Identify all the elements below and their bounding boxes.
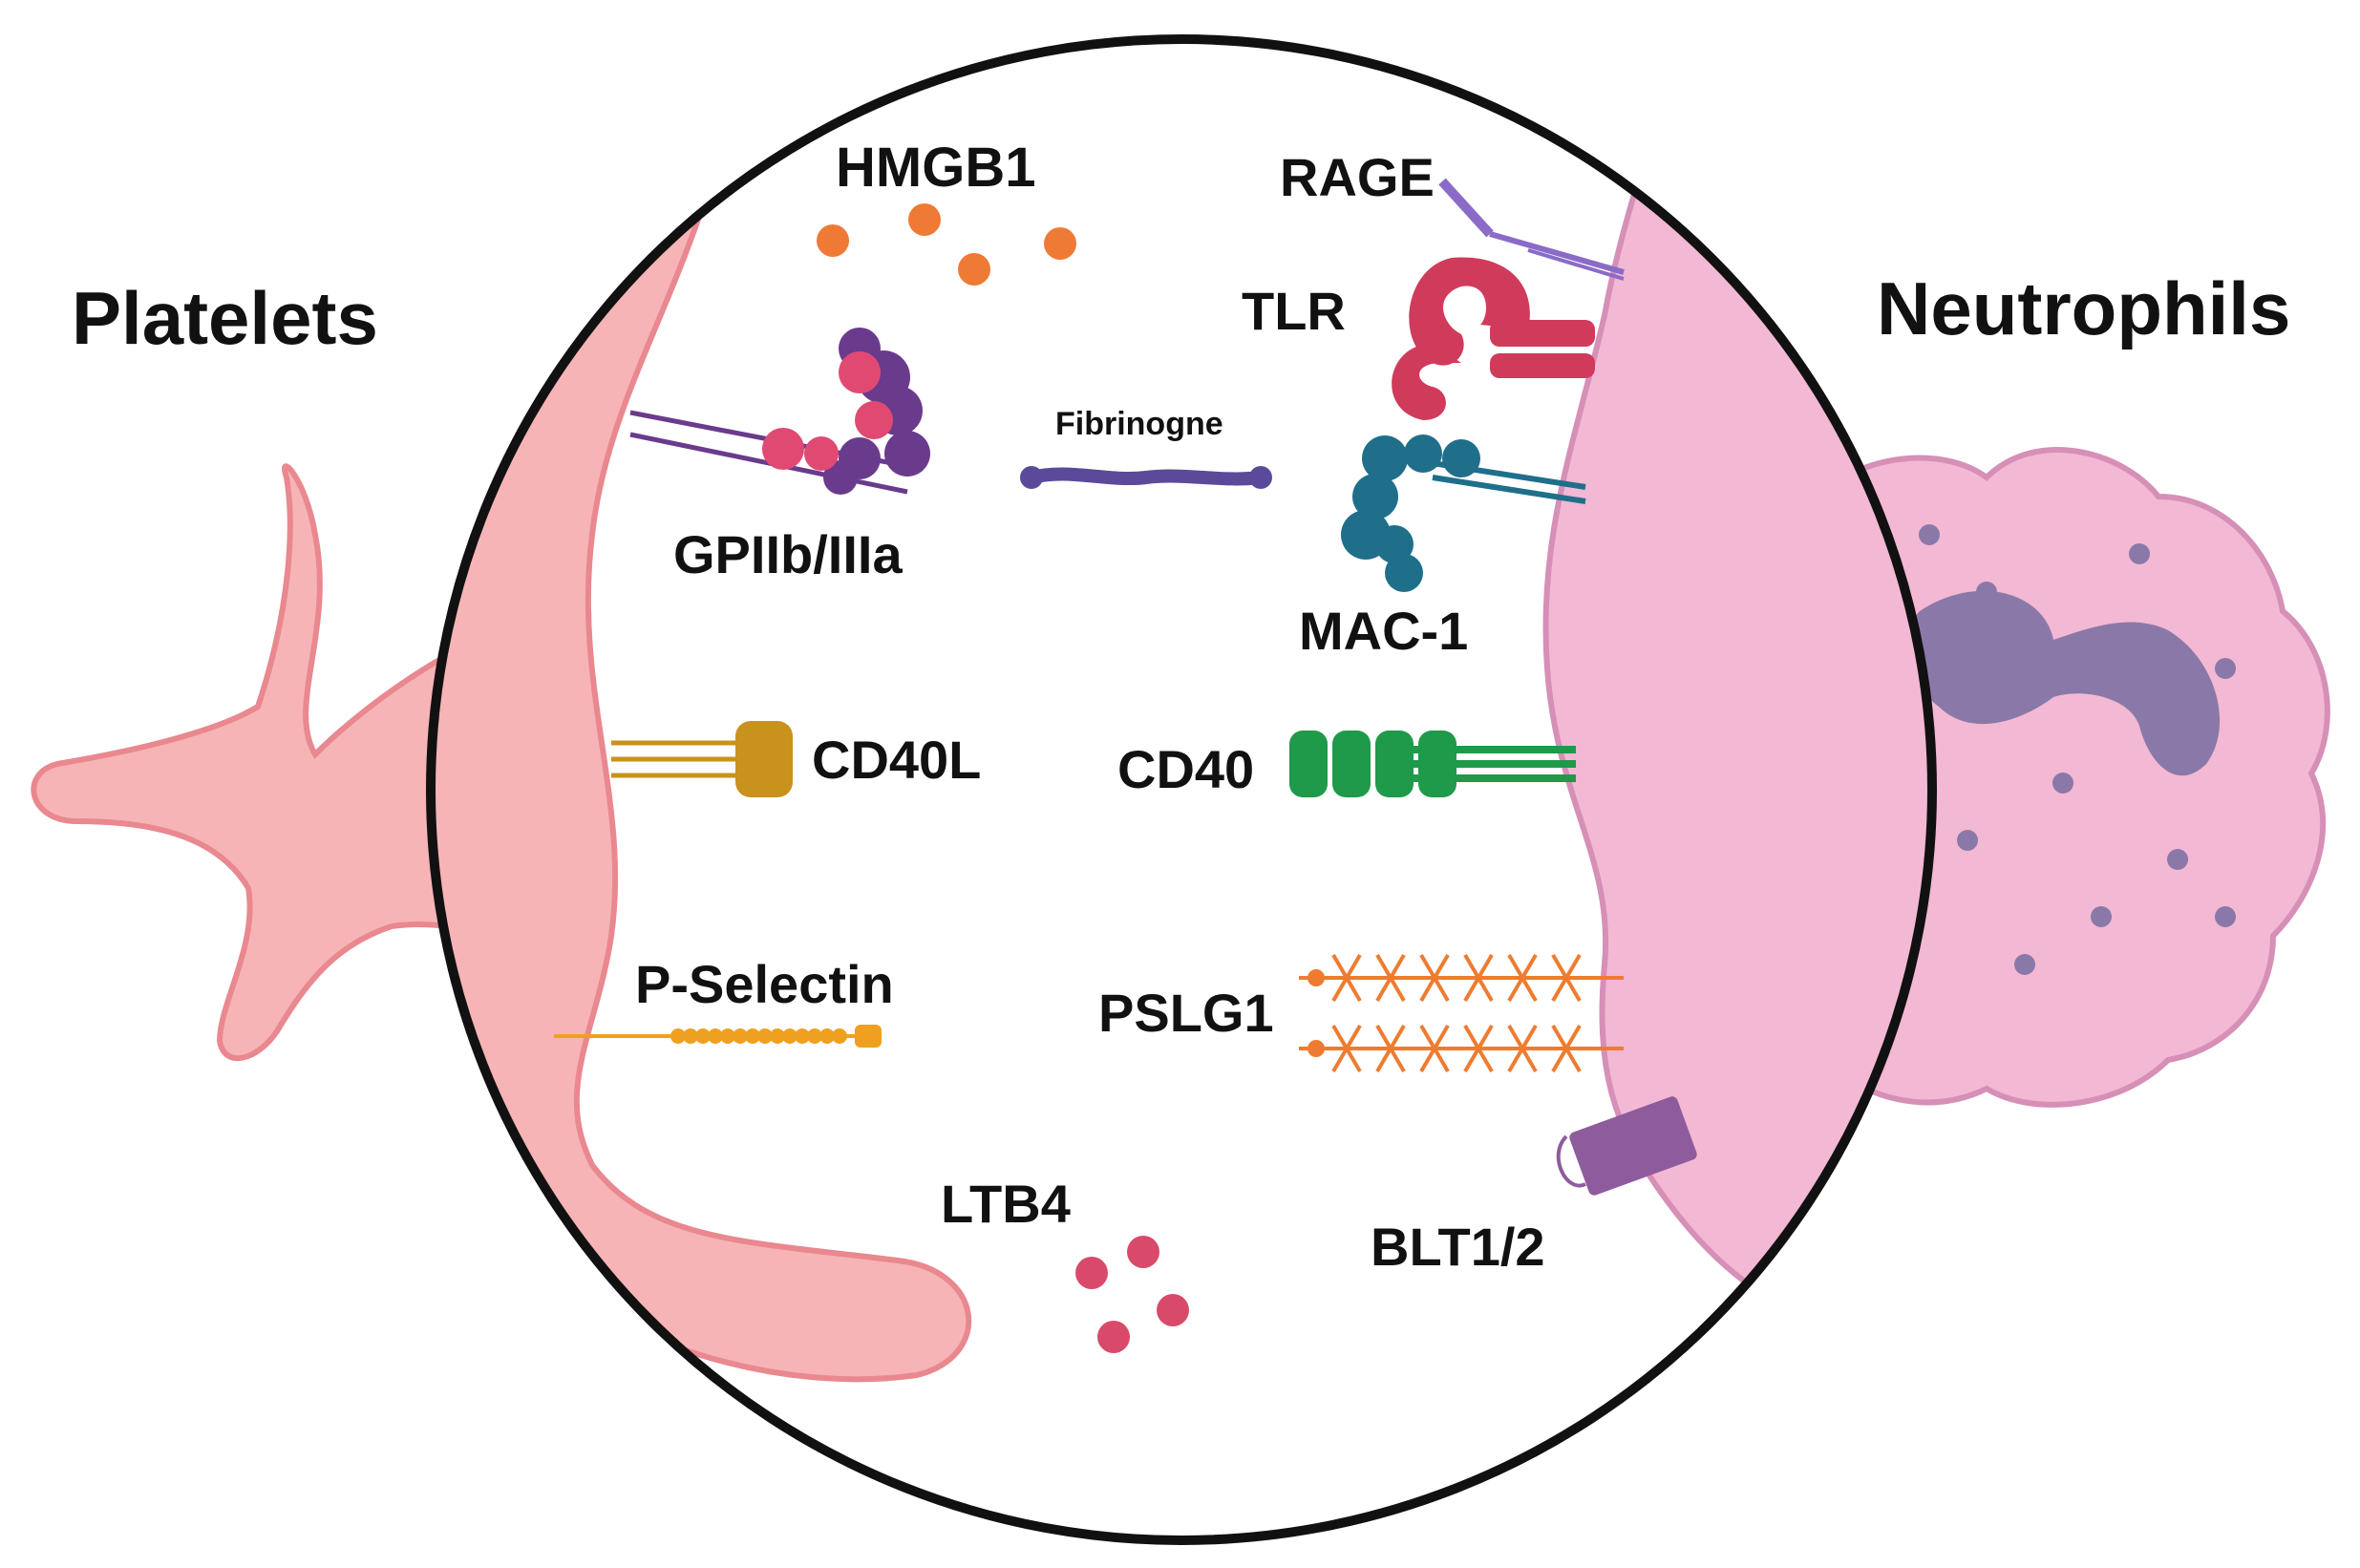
neutrophil-granule <box>2052 773 2073 794</box>
p-selectin-label: P-Selectin <box>635 954 894 1014</box>
p-selectin-bead <box>683 1028 698 1044</box>
p-selectin-bead <box>770 1028 785 1044</box>
neutrophil-nucleus <box>1906 590 2221 776</box>
neutrophil-granule <box>2129 543 2150 564</box>
tlr-receptor <box>1392 257 1595 420</box>
pslg1-branch <box>1551 1045 1582 1073</box>
ltb4-molecules <box>1075 1236 1189 1353</box>
neutrophil-cell-outside <box>1789 447 2330 1108</box>
p-selectin-bead <box>807 1028 822 1044</box>
p-selectin-bead <box>745 1028 760 1044</box>
zoom-circle-outline <box>426 34 1937 1545</box>
p-selectin-bead <box>795 1028 810 1044</box>
ltb4-dot <box>1075 1257 1108 1289</box>
mac1-label: MAC-1 <box>1299 601 1468 661</box>
p-selectin-bead <box>757 1028 773 1044</box>
neutrophil-granule <box>1957 830 1978 851</box>
pslg1-branch <box>1507 974 1538 1003</box>
fibrinogen-molecule <box>1020 466 1272 489</box>
neutrophils-label: Neutrophils <box>1877 266 2290 350</box>
neutrophil-granule <box>2091 906 2112 927</box>
hmgb1-label: HMGB1 <box>836 137 1035 199</box>
pslg1-branch <box>1375 974 1406 1003</box>
neutrophil-granule <box>2215 658 2236 679</box>
pslg1-branch <box>1419 974 1450 1003</box>
cd40l-ligand <box>611 721 793 797</box>
pslg1-branch <box>1463 974 1494 1003</box>
pslg1-branch <box>1375 1045 1406 1073</box>
p-selectin-bead <box>708 1028 723 1044</box>
neutrophil-granule <box>1919 524 1940 545</box>
ltb4-label: LTB4 <box>941 1174 1071 1234</box>
p-selectin-bead <box>819 1028 835 1044</box>
ltb4-dot <box>1127 1236 1159 1268</box>
pslg1-bead <box>1308 1040 1325 1057</box>
p-selectin-bead <box>782 1028 797 1044</box>
neutrophil-granule <box>2215 906 2236 927</box>
gpiib-iiia-label: GPIIb/IIIa <box>673 524 903 584</box>
hmgb1-molecules <box>817 203 1076 286</box>
platelet-shape <box>31 463 567 1061</box>
p-selectin-bead <box>720 1028 735 1044</box>
rage-receptor <box>1438 178 1625 281</box>
blt12-label: BLT1/2 <box>1371 1217 1545 1277</box>
platelets-label: Platelets <box>72 276 378 360</box>
neutrophil-granule <box>2167 849 2188 870</box>
pslg1-bead <box>1308 969 1325 986</box>
hmgb1-dot <box>817 224 849 257</box>
neutrophil-granule <box>1976 582 1997 603</box>
p-selectin-bead <box>733 1028 748 1044</box>
cd40-receptor <box>1289 731 1576 797</box>
pslg1-receptor <box>1299 953 1624 1073</box>
ltb4-dot <box>1157 1294 1189 1326</box>
platelet-cell-outside <box>31 463 567 1061</box>
hmgb1-dot <box>1044 227 1076 260</box>
neutrophil-granule <box>2014 954 2035 975</box>
ltb4-dot <box>1097 1321 1130 1353</box>
rage-label: RAGE <box>1280 147 1435 207</box>
pslg1-branch <box>1419 1045 1450 1073</box>
p-selectin-bead <box>670 1028 686 1044</box>
cd40l-label: CD40L <box>812 730 981 790</box>
pslg1-branch <box>1331 974 1362 1003</box>
p-selectin-bead <box>695 1028 711 1044</box>
pslg1-branch <box>1463 1045 1494 1073</box>
p-selectin-bead <box>832 1028 847 1044</box>
pslg1-label: PSLG1 <box>1098 983 1274 1043</box>
gpiib-iiia-receptor <box>629 328 930 495</box>
tlr-label: TLR <box>1242 281 1346 341</box>
pslg1-branch <box>1331 1045 1362 1073</box>
fibrinogen-label: Fibrinogne <box>1055 406 1223 442</box>
p-selectin-molecule <box>554 1025 882 1048</box>
pslg1-branch <box>1551 974 1582 1003</box>
hmgb1-dot <box>958 253 990 286</box>
cd40-label: CD40 <box>1117 739 1254 799</box>
hmgb1-dot <box>908 203 941 236</box>
mac1-receptor <box>1341 434 1586 592</box>
blt12-receptor <box>1556 1096 1697 1196</box>
pslg1-branch <box>1507 1045 1538 1073</box>
